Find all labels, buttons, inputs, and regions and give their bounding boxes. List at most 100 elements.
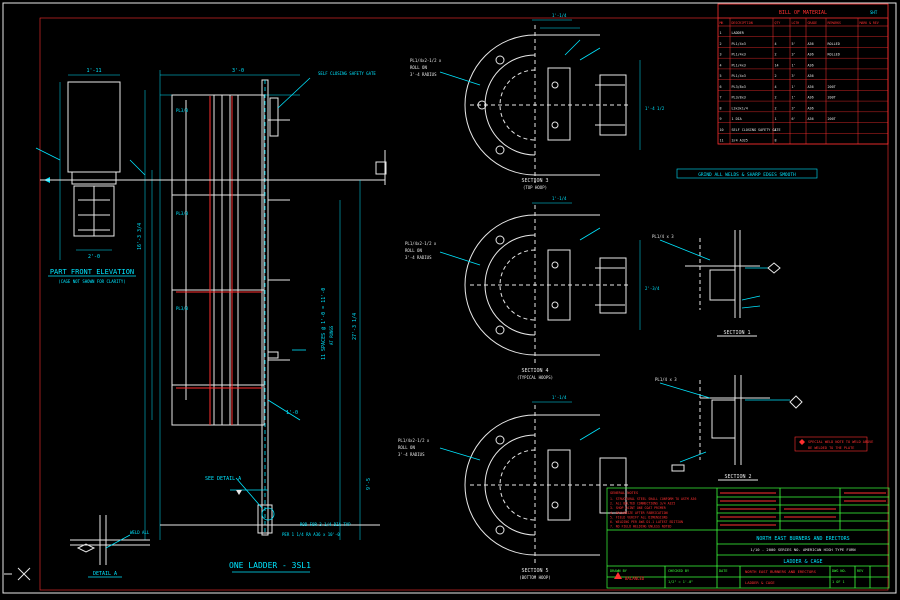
bom-cell: ROLLED	[828, 53, 840, 57]
bom-cell: 8	[720, 106, 722, 110]
section-5-view: PL1/4x2-1/2 x ROLL ON 3'-4 RADIUS 1'-1/4…	[398, 395, 630, 580]
general-note-line: 6. WELDING PER AWS D1.1 LATEST EDITION	[610, 520, 683, 524]
sec5-top-dim: 1'-1/4	[552, 395, 567, 400]
bom-cell: 4	[720, 63, 722, 67]
bom-cell: 6'	[792, 117, 796, 121]
detail-a-title: DETAIL A	[93, 571, 117, 577]
detail-a-view: WELD ALL DETAIL A	[70, 515, 150, 578]
title-ref-1: NORTH EAST BURNERS AND ERECTORS	[745, 569, 817, 574]
bom-cell: LADDER	[732, 31, 745, 35]
bom-cell: 4	[775, 85, 777, 89]
bom-cell: 1 DIA	[732, 117, 742, 121]
grind-note: GRIND ALL WELDS & SHARP EDGES SMOOTH	[676, 168, 818, 179]
grind-note-text: GRIND ALL WELDS & SHARP EDGES SMOOTH	[698, 172, 796, 178]
company-name: NORTH EAST BURNERS AND ERECTORS	[756, 536, 849, 542]
section-3-view: PL1/4x2-1/2 x ROLL ON 3'-4 RADIUS 1'-1/4…	[410, 13, 665, 190]
sec4-subtitle: (TYPICAL HOOPS)	[517, 375, 553, 380]
bom-cell: A36	[808, 53, 814, 57]
rung-spec-1: ROD FOR 3 1/4 DIA TYP	[300, 522, 351, 527]
at-rungs: AT RUNGS	[329, 325, 334, 345]
bom-cell: PL3/8x3	[732, 96, 746, 100]
bom-cell: 14	[775, 63, 779, 67]
title-ref-2: LADDER & CAGE	[745, 580, 775, 585]
drawing-frame	[39, 17, 889, 591]
bom-cell: 1'	[792, 96, 796, 100]
bom-cell: 11	[720, 139, 724, 143]
weld-note: SPECIAL WELD NOTE TO WELD ABOVE BE WELDE…	[794, 436, 873, 452]
bom-cell: A36	[808, 117, 814, 121]
sec3-side-dim: 1'-4 1/2	[645, 106, 665, 111]
sec3-title: SECTION 3	[521, 178, 548, 184]
sec5-hoop-radius: 3'-4 RADIUS	[398, 452, 425, 457]
pfe-subtitle: (CAGE NOT SHOWN FOR CLARITY)	[58, 279, 125, 284]
ladder-spacing-note: 11 SPACES @ 1'-0 = 11'-0	[321, 288, 327, 360]
dwg-no-label: DWG NO.	[832, 569, 847, 573]
sec4-hoop-plate: PL1/4x2-1/2 x	[405, 241, 437, 246]
bom-cell: 2	[720, 42, 722, 46]
bom-cell: 1'	[792, 63, 796, 67]
sec5-hoop-roll: ROLL ON	[398, 445, 415, 450]
ladder-cage-dim: 16'-3 3/4	[137, 223, 143, 250]
sec5-subtitle: (BOTTOM HOOP)	[519, 575, 550, 580]
sec2-title: SECTION 2	[724, 474, 751, 480]
sec4-top-dim: 1'-1/4	[552, 196, 567, 201]
checked-by-label: CHECKED BY	[668, 569, 690, 573]
general-notes-title: GENERAL NOTES	[610, 491, 638, 495]
rung-spec-2: PER 1 1/4 RA A36 x 10'-0	[282, 532, 340, 537]
see-detail-a: SEE DETAIL A	[205, 476, 241, 482]
sec1-plate: PL1/4 x 3	[652, 234, 674, 239]
bom-cell: 7	[720, 96, 722, 100]
one-ladder-view: SEE DETAIL A SELF CLOSING SAFETY GATE 3'…	[40, 68, 387, 573]
bom-cell: 4	[775, 42, 777, 46]
sec4-title: SECTION 4	[521, 368, 548, 374]
bom-cell: A36	[808, 42, 814, 46]
sec3-hoop-radius: 3'-4 RADIUS	[410, 72, 437, 77]
bom-cell: PL3/8x3	[732, 85, 746, 89]
sec4-side-dim: 2'-3/4	[645, 286, 660, 291]
ladder-plate-label-3: PL3/8	[176, 306, 189, 311]
bom-cell: PL1/4x3	[732, 63, 746, 67]
scale-value: 1/2" = 1'-0"	[668, 580, 693, 584]
drawing-title: LADDER & CAGE	[783, 559, 822, 565]
bom-cell: 1	[775, 128, 777, 132]
bom-cell: 200T	[828, 117, 836, 121]
bom-cell: SELF CLOSING SAFETY GATE	[732, 128, 781, 132]
bom-cell: 6	[720, 85, 722, 89]
bom-header-cell: LGTH	[792, 21, 800, 25]
bom-cell: A36	[808, 85, 814, 89]
sec3-subtitle: (TOP HOOP)	[523, 185, 547, 190]
sec5-title: SECTION 5	[521, 568, 548, 574]
project-name: 1/10 - 2000 SERIES NO. AMERICAN HIGH TYP…	[750, 547, 856, 552]
general-note-line: 2. ALL BOLTED CONNECTIONS 3/4 A325	[610, 502, 675, 506]
bom-cell: PL1/4x3	[732, 53, 746, 57]
sec1-title: SECTION 1	[723, 330, 750, 336]
sec3-hoop-roll: ROLL ON	[410, 65, 427, 70]
bom-cell: 3	[720, 53, 722, 57]
sec3-hoop-plate: PL1/4x2-1/2 x	[410, 58, 442, 63]
general-note-line: 3. SHOP PAINT ONE COAT PRIMER	[610, 506, 666, 510]
section-4-view: PL1/4x2-1/2 x ROLL ON 3'-4 RADIUS 1'-1/4…	[405, 196, 660, 380]
part-front-elevation-view: 1'-11 2'-0 PART FRONT ELEVATION (CAGE NO…	[35, 68, 146, 284]
rev-label: REV	[857, 569, 864, 573]
bom-cell: 1	[720, 31, 722, 35]
bom-title: BILL OF MATERIAL	[779, 10, 827, 16]
bom-cell: 3'	[792, 106, 796, 110]
bom-cell: L3x3x1/4	[732, 106, 748, 110]
bom-cell: A36	[808, 96, 814, 100]
bom-header-cell: MARK & REV	[860, 21, 879, 25]
pfe-title: PART FRONT ELEVATION	[50, 268, 134, 276]
general-note-line: 7. NO FIELD WELDING UNLESS NOTED	[610, 525, 671, 529]
bom-cell: 2	[775, 96, 777, 100]
crosshair-cursor-icon[interactable]	[4, 567, 31, 581]
bom-header-cell: MK	[720, 21, 724, 25]
bom-cell: 10	[720, 128, 724, 132]
bom-cell: 1	[775, 117, 777, 121]
detail-weld-label: WELD ALL	[130, 530, 150, 535]
general-note-line: 4. GALVANIZE AFTER FABRICATION	[610, 511, 668, 515]
bom-cell: 8	[775, 139, 777, 143]
